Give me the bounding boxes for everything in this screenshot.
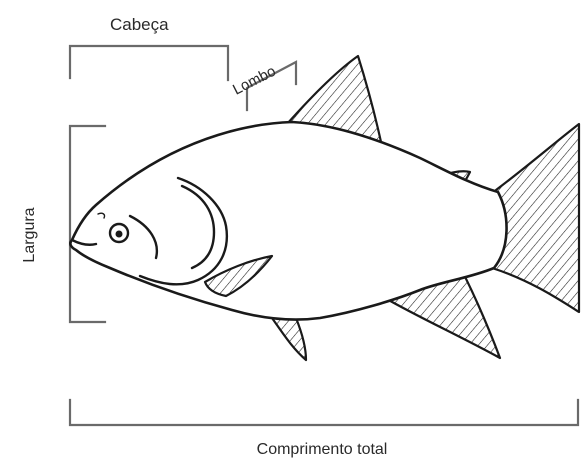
loin-label: Lombo [230, 63, 279, 99]
head-bracket [70, 46, 228, 80]
total-length-bracket [70, 400, 578, 425]
pupil [116, 231, 123, 238]
total-length-label: Comprimento total [257, 441, 388, 458]
pelvic-fin [272, 318, 306, 360]
head-label: Cabeça [110, 15, 169, 34]
width-label: Largura [21, 207, 38, 262]
